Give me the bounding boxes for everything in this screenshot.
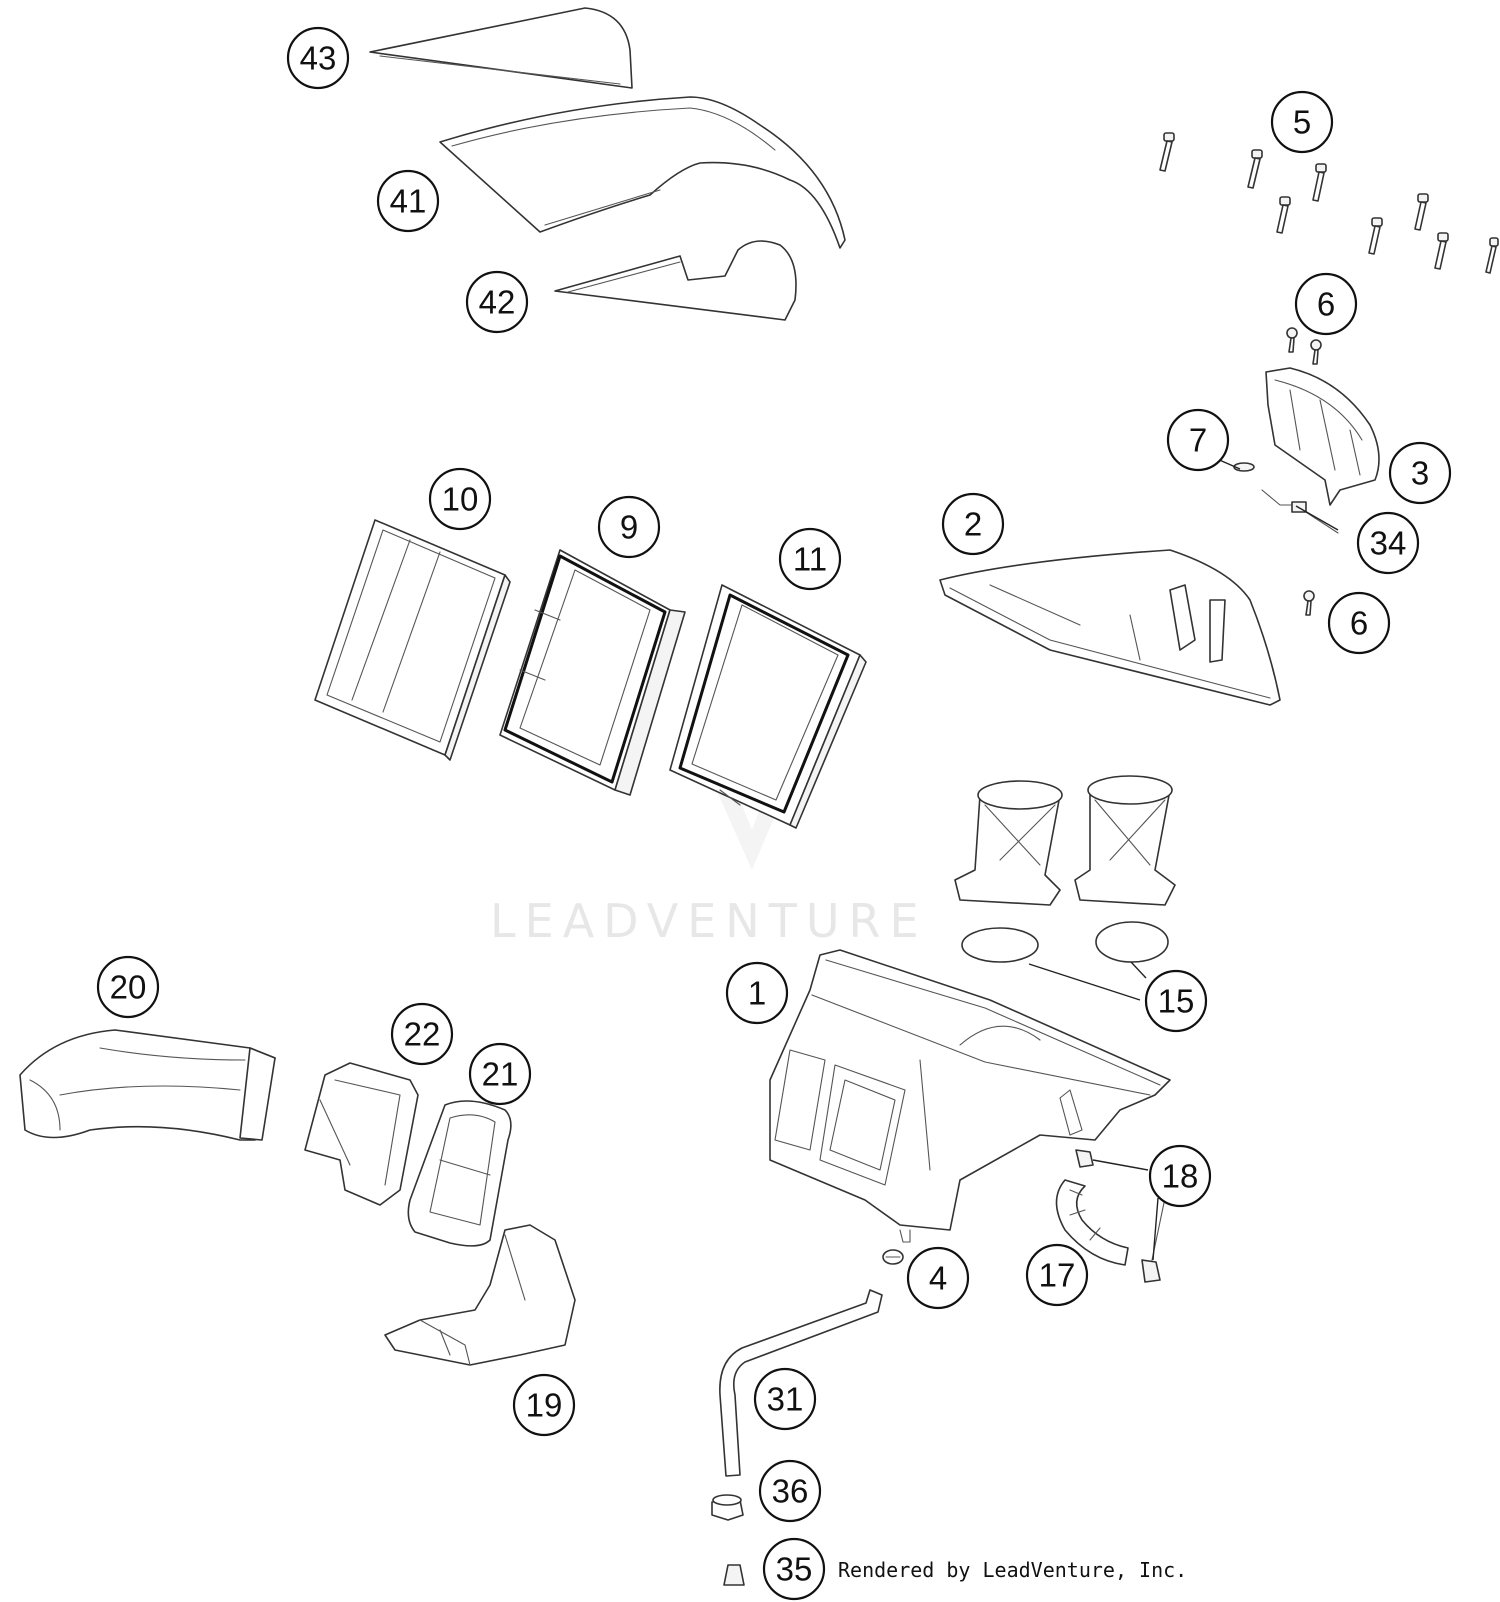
- callout-41: 41: [376, 169, 440, 233]
- svg-text:17: 17: [1039, 1257, 1076, 1294]
- svg-text:42: 42: [479, 284, 516, 321]
- callout-5: 5: [1270, 90, 1334, 154]
- callout-18: 18: [1148, 1144, 1212, 1208]
- callout-17: 17: [1025, 1243, 1089, 1307]
- svg-text:5: 5: [1293, 104, 1311, 141]
- part-2-airbox-lid: [939, 549, 1281, 706]
- render-credit: Rendered by LeadVenture, Inc.: [838, 1558, 1187, 1582]
- screw: [1485, 237, 1499, 274]
- callout-10: 10: [428, 467, 492, 531]
- svg-text:3: 3: [1411, 455, 1429, 492]
- callout-20: 20: [96, 955, 160, 1019]
- part-11-filter-holder: [669, 584, 867, 829]
- part-41-seat-cover: [439, 96, 846, 249]
- part-1-airbox-housing: [769, 949, 1171, 1243]
- svg-text:34: 34: [1370, 525, 1407, 562]
- screw: [1276, 196, 1291, 234]
- svg-text:18: 18: [1162, 1158, 1199, 1195]
- svg-text:11: 11: [793, 541, 827, 578]
- part-5-screws: [1159, 132, 1499, 274]
- svg-text:35: 35: [776, 1551, 813, 1588]
- svg-text:43: 43: [300, 40, 337, 77]
- part-4-clip: [882, 1249, 904, 1265]
- watermark-text: LEADVENTURE: [490, 894, 928, 948]
- svg-text:7: 7: [1189, 422, 1207, 459]
- svg-text:2: 2: [964, 506, 982, 543]
- callout-15: 15: [1144, 969, 1208, 1033]
- callout-21: 21: [468, 1042, 532, 1106]
- part-43-trim-strip: [369, 7, 633, 89]
- callout-31: 31: [753, 1367, 817, 1431]
- part-18-fittings: [1075, 1149, 1166, 1283]
- screw: [1159, 132, 1175, 172]
- part-34-bracket: [1261, 489, 1339, 534]
- callout-7: 7: [1166, 408, 1230, 472]
- callout-3: 3: [1388, 441, 1452, 505]
- part-3-snorkel-cover: [1265, 367, 1380, 506]
- svg-text:22: 22: [404, 1016, 441, 1053]
- svg-text:9: 9: [620, 509, 638, 546]
- callout-19: 19: [512, 1373, 576, 1437]
- screw: [1368, 217, 1383, 255]
- part-15-intake-trumpets: [954, 775, 1176, 906]
- svg-text:6: 6: [1317, 286, 1335, 323]
- callout-35: 35: [762, 1537, 826, 1601]
- part-6-screw-lower: [1303, 590, 1315, 616]
- part-20-intake-duct: [19, 1029, 276, 1141]
- screw: [1434, 232, 1449, 270]
- part-22-duct-adapter: [304, 1062, 419, 1206]
- callout-36: 36: [758, 1459, 822, 1523]
- callout-34: 34: [1356, 511, 1420, 575]
- part-35-plug: [723, 1564, 745, 1586]
- callout-6-lower: 6: [1327, 591, 1391, 655]
- callout-2: 2: [941, 492, 1005, 556]
- callout-6-upper: 6: [1294, 272, 1358, 336]
- svg-text:41: 41: [390, 183, 427, 220]
- svg-text:15: 15: [1158, 983, 1195, 1020]
- part-17-drain-hose: [1055, 1179, 1129, 1266]
- part-42-side-trim: [554, 240, 797, 321]
- svg-text:19: 19: [526, 1387, 563, 1424]
- part-36-clamp: [711, 1494, 744, 1521]
- part-21-rubber-boot: [407, 1100, 512, 1247]
- svg-text:31: 31: [767, 1381, 804, 1418]
- callout-22: 22: [390, 1002, 454, 1066]
- screw: [1414, 193, 1429, 231]
- part-15-seals: [961, 921, 1169, 963]
- part-31-breather-hose: [719, 1289, 883, 1477]
- callout-9: 9: [597, 495, 661, 559]
- svg-text:10: 10: [442, 481, 479, 518]
- part-10-air-filter: [314, 519, 511, 761]
- part-6-screws-upper: [1286, 327, 1322, 365]
- svg-text:1: 1: [748, 975, 766, 1012]
- callout-43: 43: [286, 26, 350, 90]
- svg-text:36: 36: [772, 1473, 809, 1510]
- screw: [1247, 149, 1263, 189]
- part-9-filter-frame: [499, 549, 686, 796]
- callout-11: 11: [778, 527, 842, 591]
- svg-text:4: 4: [929, 1260, 947, 1297]
- screw: [1312, 163, 1327, 202]
- part-19-duct-elbow: [384, 1224, 576, 1366]
- svg-text:20: 20: [110, 969, 147, 1006]
- callout-1: 1: [725, 961, 789, 1025]
- svg-text:6: 6: [1350, 605, 1368, 642]
- callout-4: 4: [906, 1246, 970, 1310]
- callout-42: 42: [465, 270, 529, 334]
- svg-text:21: 21: [482, 1056, 519, 1093]
